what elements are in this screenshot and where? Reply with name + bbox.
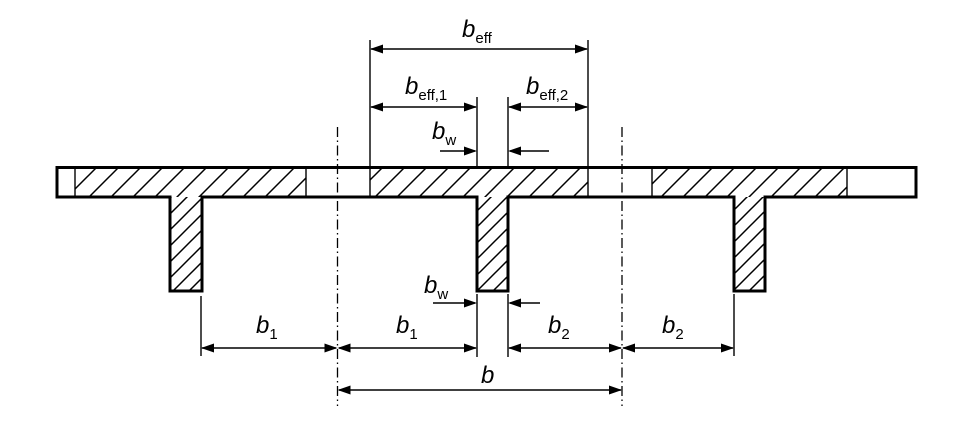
arrow-right-icon — [609, 343, 622, 353]
label-b-2-right: b2 — [662, 312, 684, 343]
arrow-right-icon — [464, 146, 477, 156]
label-b-1-right: b1 — [396, 312, 418, 343]
arrow-left-icon — [508, 146, 521, 156]
label-b-total: b — [481, 362, 494, 389]
label-b-w-top: bw — [432, 118, 456, 149]
arrow-left-icon — [370, 102, 383, 112]
arrow-left-icon — [622, 343, 635, 353]
label-b-2-left: b2 — [548, 312, 570, 343]
dim-b-1-left: b1 — [201, 312, 338, 353]
flange-hatch-left — [75, 167, 306, 197]
web-hatch-middle — [477, 197, 508, 291]
arrow-right-icon — [324, 343, 338, 353]
label-b-eff: beff — [462, 16, 493, 47]
dim-b-2-right: b2 — [622, 312, 734, 353]
hatch-boundaries — [74, 168, 848, 196]
web-hatch-right — [734, 197, 765, 291]
dim-b-eff-2: beff,2 — [508, 73, 588, 112]
arrow-right-icon — [609, 385, 622, 395]
centerlines — [336, 127, 623, 406]
hatched-regions — [75, 167, 847, 291]
arrow-right-icon — [464, 343, 477, 353]
web-hatch-left — [170, 197, 202, 291]
arrow-left-icon — [201, 343, 214, 353]
dim-b-w-top: bw — [432, 118, 549, 156]
label-b-w-bottom: bw — [424, 272, 448, 303]
arrow-left-icon — [370, 44, 383, 54]
arrow-right-icon — [575, 102, 588, 112]
cross-section-outline — [55, 166, 918, 293]
dim-b-total: b — [337, 362, 622, 395]
arrow-left-icon — [508, 102, 521, 112]
arrow-left-icon — [337, 343, 351, 353]
dim-b-w-bottom: bw — [424, 272, 540, 308]
arrow-right-icon — [575, 44, 588, 54]
label-b-eff-2: beff,2 — [526, 73, 568, 104]
dim-b-2-left: b2 — [508, 312, 622, 353]
arrow-left-icon — [508, 343, 521, 353]
label-b-eff-1: beff,1 — [405, 73, 447, 104]
arrow-right-icon — [721, 343, 734, 353]
arrow-right-icon — [464, 102, 477, 112]
label-b-1-left: b1 — [256, 312, 278, 343]
dim-b-eff-1: beff,1 — [370, 73, 477, 112]
flange-hatch-right — [652, 167, 847, 197]
arrow-right-icon — [464, 298, 477, 308]
arrow-left-icon — [337, 385, 351, 395]
flange-hatch-middle — [370, 167, 588, 197]
dim-b-1-right: b1 — [337, 312, 477, 353]
arrow-left-icon — [508, 298, 521, 308]
dim-b-eff: beff — [370, 16, 588, 54]
extension-lines — [200, 40, 735, 357]
